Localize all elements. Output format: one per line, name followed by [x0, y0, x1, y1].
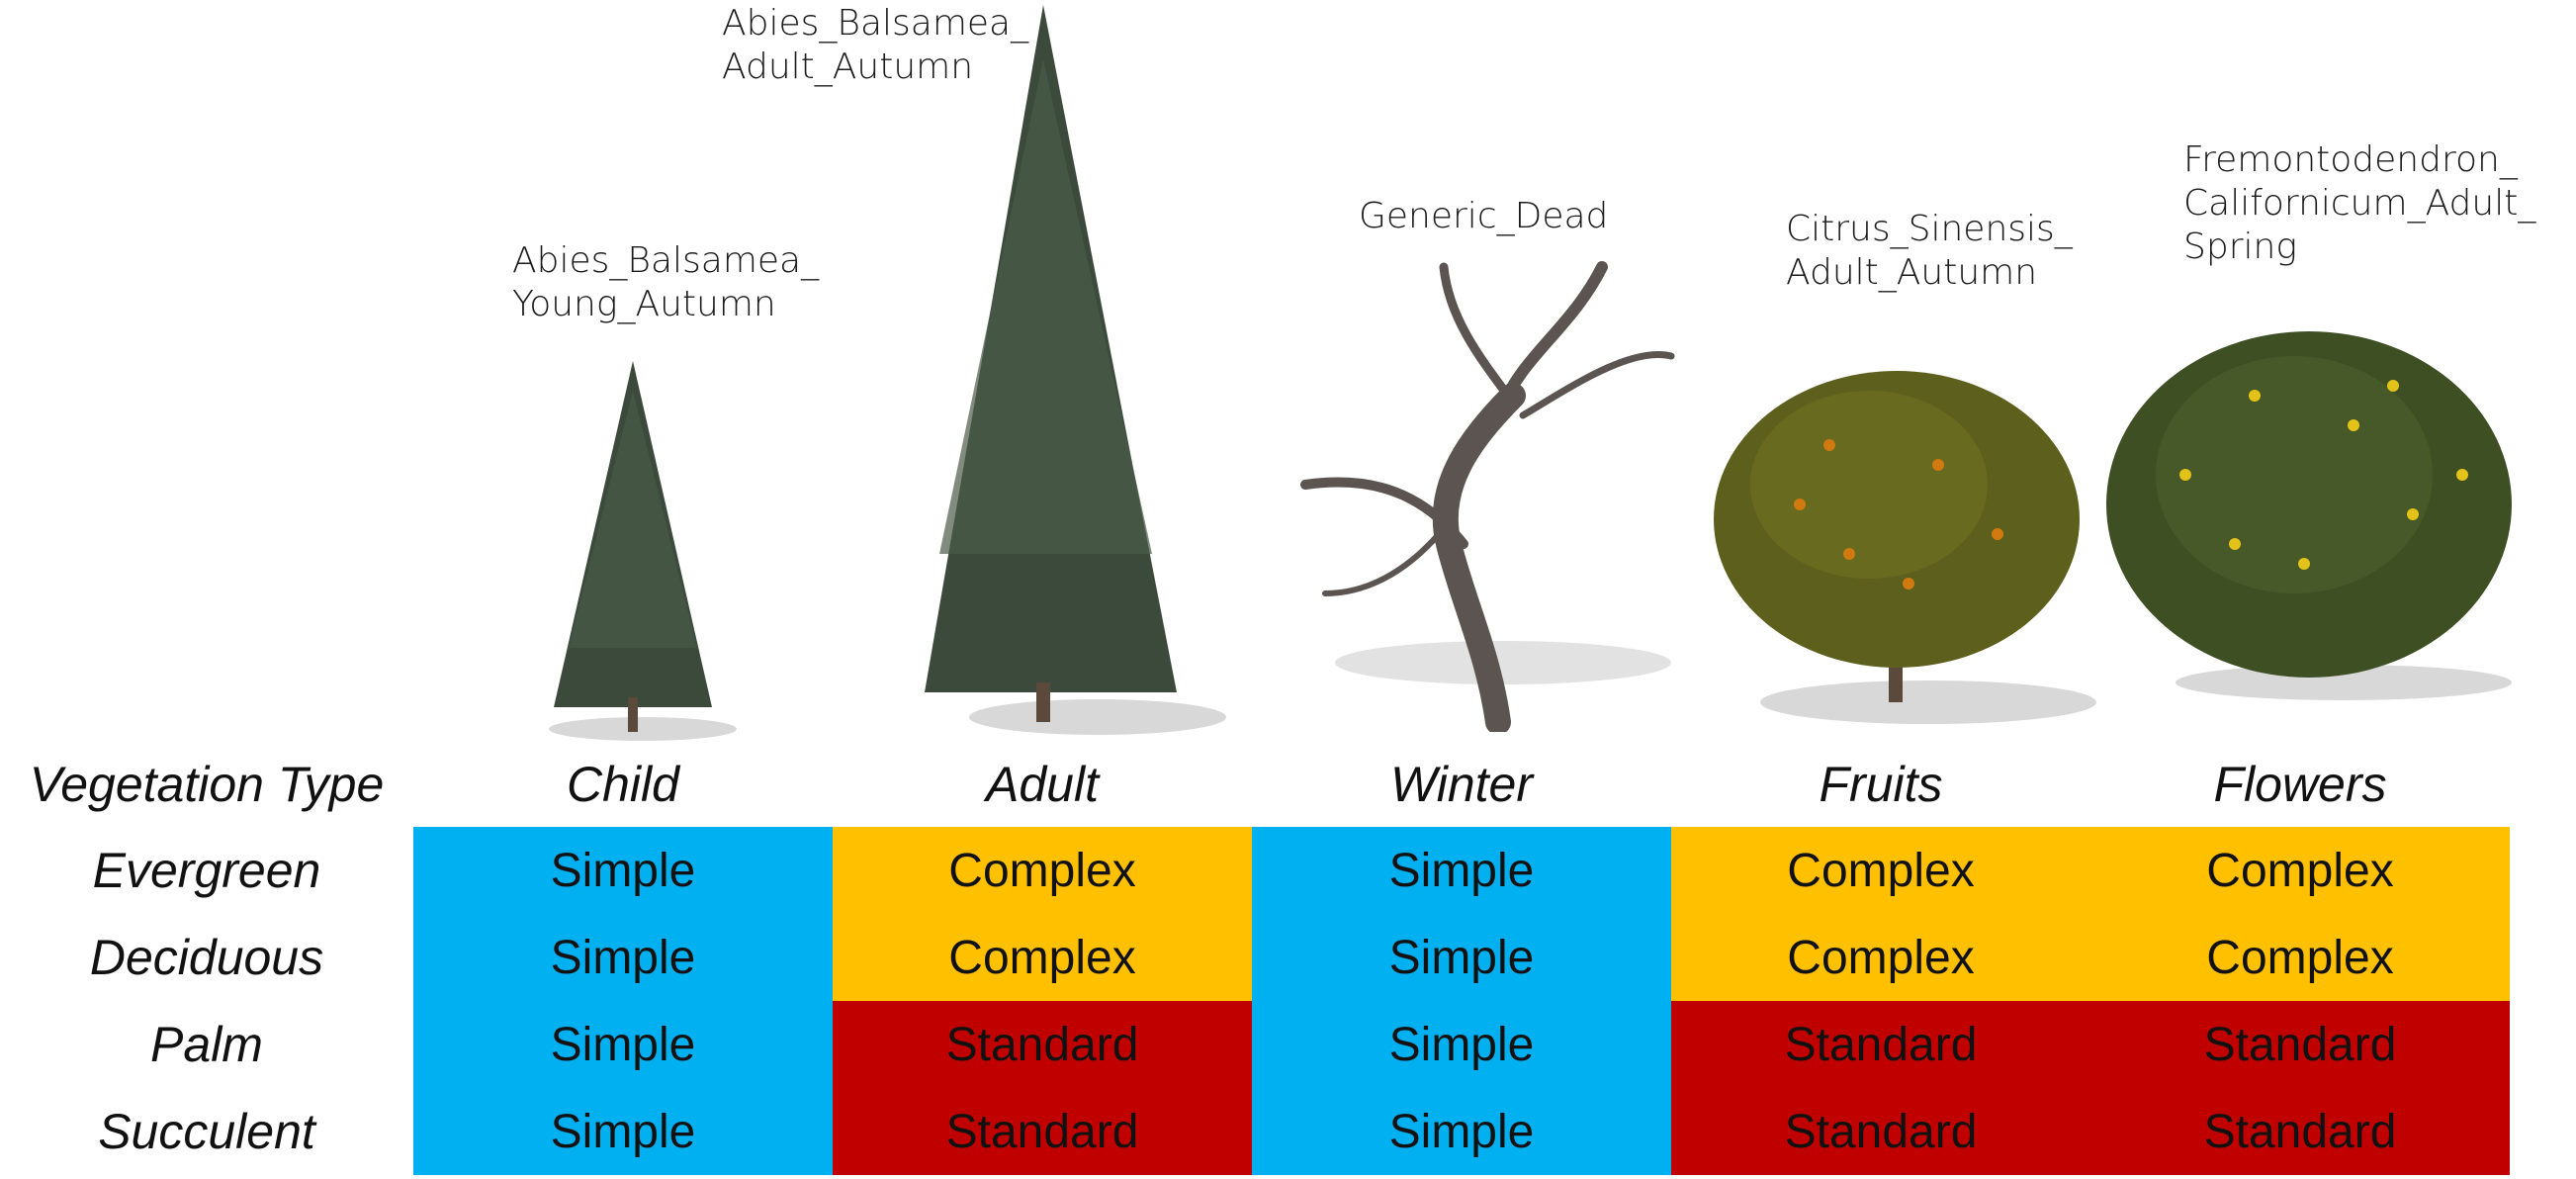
- child-tree-image: [549, 361, 737, 741]
- caption-adult: Abies_Balsamea_ Adult_Autumn: [722, 3, 1029, 87]
- table-cell: Standard: [1671, 1001, 2090, 1088]
- table-cell: Simple: [413, 827, 833, 914]
- table-cell: Standard: [2090, 1001, 2510, 1088]
- caption-flowers: Fremontodendron_ Californicum_Adult_ Spr…: [2183, 139, 2536, 267]
- table-cell: Complex: [2090, 827, 2510, 914]
- table-cell: Complex: [833, 914, 1252, 1001]
- flowers-tree-image: [2106, 331, 2512, 700]
- table-cell: Simple: [1252, 1001, 1671, 1088]
- table-cell: Simple: [1252, 1088, 1671, 1175]
- table-cell: Simple: [413, 914, 833, 1001]
- column-header-adult: Adult: [986, 757, 1099, 812]
- caption-winter: Generic_Dead: [1359, 196, 1609, 236]
- column-header-winter: Winter: [1389, 757, 1534, 812]
- winter-dead-tree-image: [1300, 261, 1675, 732]
- row-label-deciduous: Deciduous: [89, 930, 324, 985]
- table-cell: Standard: [1671, 1088, 2090, 1175]
- caption-fruits: Citrus_Sinensis_ Adult_Autumn: [1786, 209, 2073, 293]
- row-label-evergreen: Evergreen: [92, 843, 321, 898]
- adult-tree-image: [925, 5, 1226, 735]
- table-cell: Complex: [1671, 914, 2090, 1001]
- table-cell: Simple: [413, 1001, 833, 1088]
- table-cell: Complex: [833, 827, 1252, 914]
- table-cell: Simple: [413, 1088, 833, 1175]
- table-cell: Complex: [2090, 914, 2510, 1001]
- caption-child: Abies_Balsamea_ Young_Autumn: [512, 240, 820, 324]
- table-cell: Standard: [833, 1001, 1252, 1088]
- table-cell: Standard: [2090, 1088, 2510, 1175]
- table-cell: Standard: [833, 1088, 1252, 1175]
- column-header-flowers: Flowers: [2213, 757, 2387, 812]
- column-header-fruits: Fruits: [1819, 757, 1943, 812]
- row-label-palm: Palm: [150, 1017, 263, 1072]
- table-cell: Simple: [1252, 914, 1671, 1001]
- column-header-child: Child: [567, 757, 679, 812]
- fruits-tree-image: [1714, 371, 2096, 724]
- table-cell: Simple: [1252, 827, 1671, 914]
- corner-header: Vegetation Type: [29, 757, 385, 812]
- row-label-succulent: Succulent: [98, 1104, 315, 1159]
- table-cell: Complex: [1671, 827, 2090, 914]
